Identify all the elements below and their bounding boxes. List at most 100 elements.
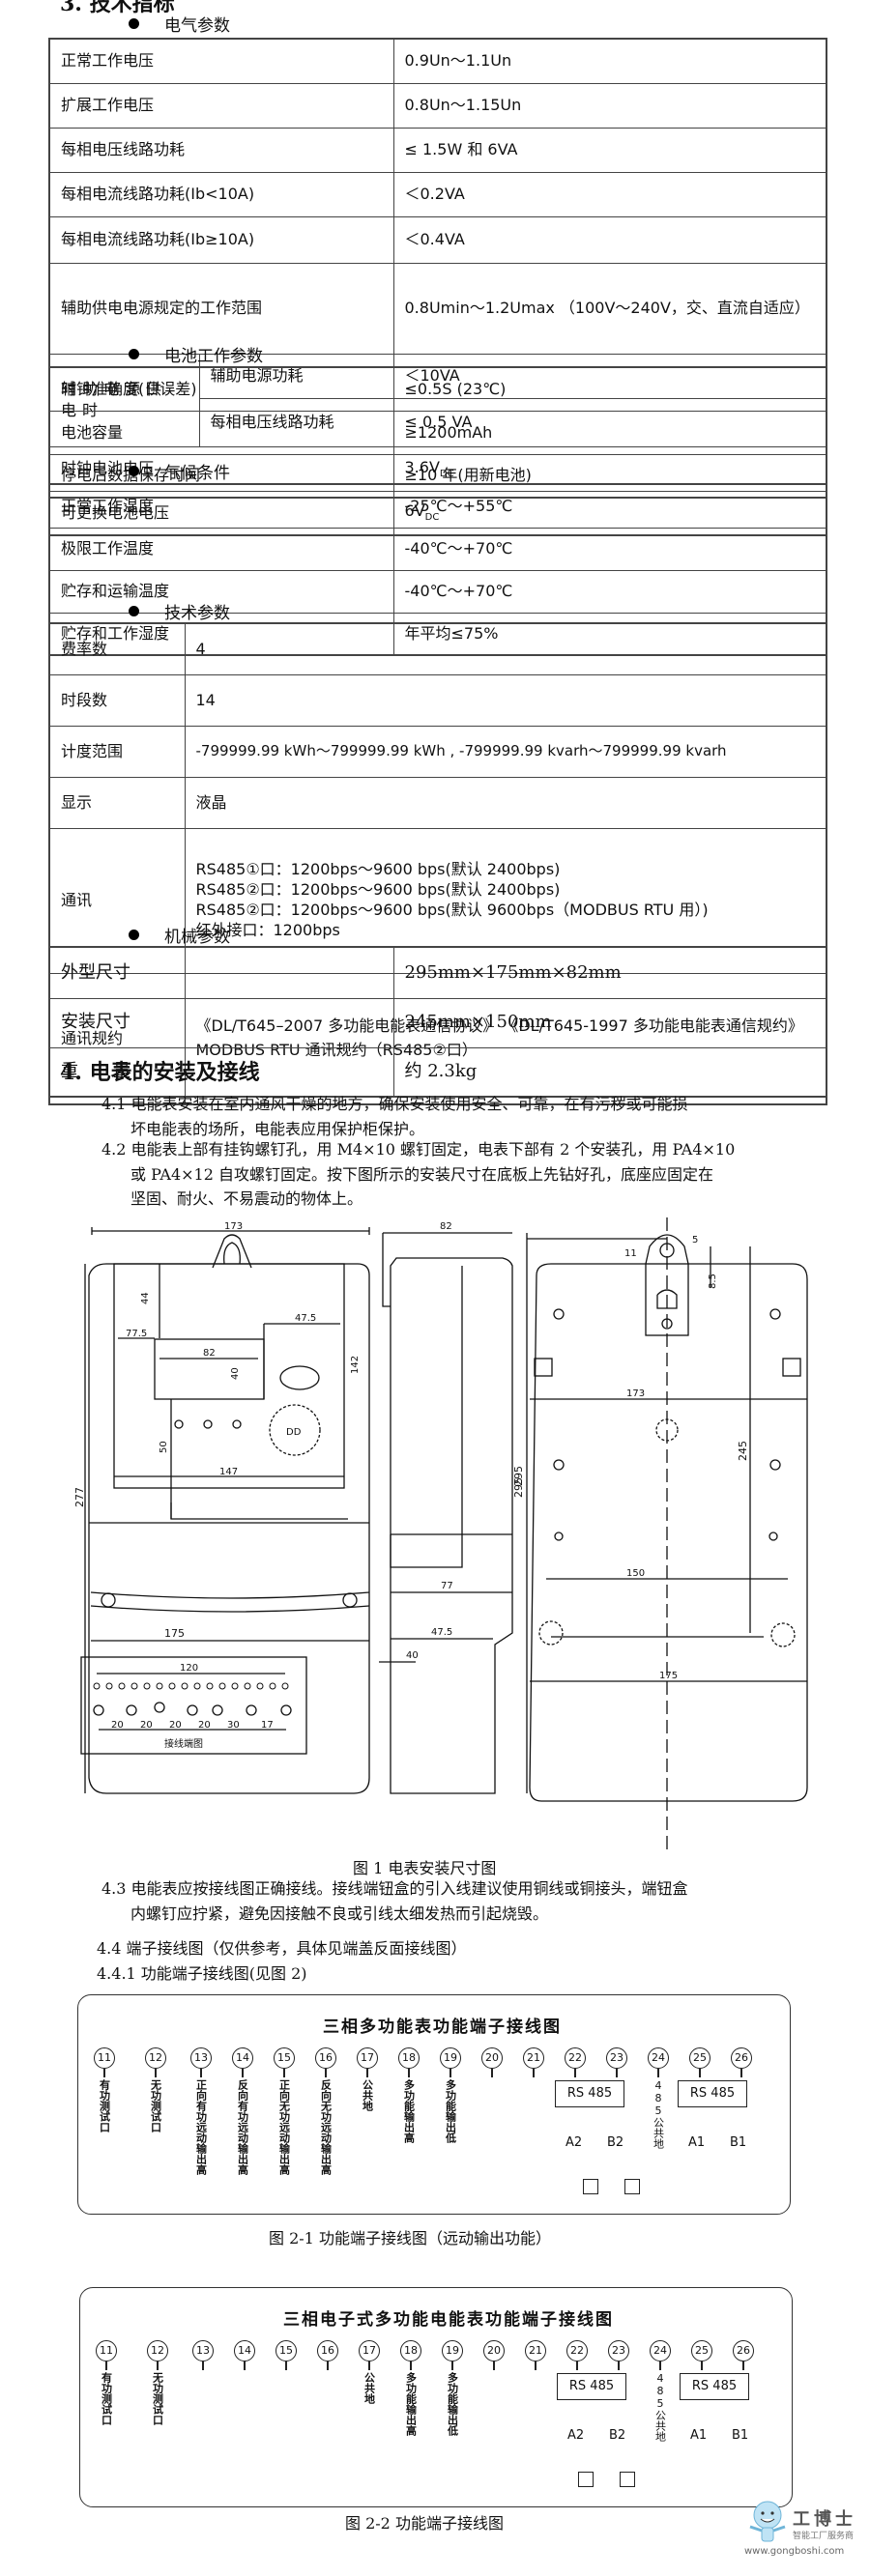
svg-text:173: 173 [224, 1221, 243, 1232]
svg-text:82: 82 [440, 1221, 452, 1232]
cell-value: ＜0.4VA [392, 215, 827, 264]
cell-key: 每相电压线路功耗 [48, 127, 394, 173]
cell-value: 245mm×150mm [392, 997, 827, 1048]
rs485-box-1: RS 485 [680, 2373, 749, 2400]
bullet-icon [129, 349, 139, 359]
label-b2: B2 [609, 2428, 626, 2443]
battery-table: 时钟准确度(日误差)≤0.5S (23℃) 电池容量≥1200mAh 停电后数据… [48, 366, 827, 499]
paragraph-4-4-1: 4.4.1 功能端子接线图(见图 2) [97, 1961, 817, 1987]
table-row: 每相电流线路功耗(Ib<10A)＜0.2VA [48, 171, 827, 217]
terminal-23: 23 [604, 2340, 633, 2370]
svg-text:245: 245 [737, 1441, 749, 1461]
cell-value: 0.8Umin～1.2Umax （100V～240V，交、直流自适应） [392, 262, 827, 355]
watermark-brand: 工博士 [793, 2509, 856, 2530]
section-3-title: 3. 技术指标 [60, 0, 175, 16]
table-row: 电池容量≥1200mAh [48, 410, 827, 455]
para-text: 4.3 电能表应按接线图正确接线。接线端钮盒的引入线建议使用铜线或铜接头，端钮盒 [102, 1879, 688, 1898]
side-view: 82 77 47.5 40 295 [379, 1221, 528, 1794]
table-row: 极限工作温度-40℃～+70℃ [48, 527, 827, 571]
front-view: 173 77.5 44 82 40 47.5 DD 50 147 142 175… [73, 1221, 370, 1794]
svg-text:40: 40 [406, 1650, 419, 1661]
watermark-logo: 工博士 智能工厂服务商 www.gongboshi.com [744, 2498, 870, 2575]
watermark-url: www.gongboshi.com [744, 2546, 845, 2557]
cell-value: ≥1200mAh [392, 410, 827, 455]
label-b1: B1 [730, 2135, 747, 2150]
table-row: 计度范围-799999.99 kWh～799999.99 kWh , -7999… [48, 725, 827, 778]
svg-text:40: 40 [230, 1367, 241, 1380]
svg-text:77.5: 77.5 [126, 1329, 147, 1339]
cell-value: 4 [184, 622, 827, 675]
electrical-heading: 电气参数 [129, 12, 230, 36]
cell-value: 0.9Un～1.1Un [392, 38, 827, 84]
terminal-14: 14 [230, 2340, 259, 2370]
mascot-icon [749, 2501, 786, 2542]
bullet-icon [129, 18, 139, 29]
svg-text:295: 295 [512, 1477, 525, 1498]
cell-key: 费率数 [48, 622, 186, 675]
svg-text:50: 50 [159, 1441, 169, 1453]
comm-line: RS485①口：1200bps～9600 bps(默认 2400bps) [195, 860, 561, 879]
svg-text:277: 277 [73, 1487, 86, 1507]
cell-key: 正常工作温度 [48, 483, 394, 529]
para-text: 4.2 电能表上部有挂钩螺钉孔，用 M4×10 螺钉固定，电表下部有 2 个安装… [102, 1140, 736, 1159]
climate-heading-label: 气候条件 [164, 464, 230, 483]
terminal-13: 13 [188, 2340, 218, 2370]
terminal-26: 26 [727, 2047, 756, 2077]
svg-text:150: 150 [626, 1568, 645, 1579]
svg-text:47.5: 47.5 [431, 1627, 452, 1638]
cell-key: 显示 [48, 776, 186, 829]
mechanical-heading: 机械参数 [129, 923, 230, 947]
cell-value: 约 2.3kg [392, 1046, 827, 1098]
terminal-26: 26 [729, 2340, 758, 2370]
mechanical-heading-label: 机械参数 [164, 928, 230, 947]
svg-text:120: 120 [180, 1663, 198, 1674]
svg-text:17: 17 [261, 1720, 274, 1731]
battery-heading-label: 电池工作参数 [164, 347, 263, 366]
cell-key: 每相电流线路功耗(Ib<10A) [48, 171, 394, 217]
table-row: 正常工作温度-25℃～+55℃ [48, 483, 827, 529]
cell-key: 重 量 [48, 1046, 394, 1098]
terminal-25: 25 [685, 2047, 714, 2077]
cell-key: 正常工作电压 [48, 38, 394, 84]
terminal-22: 22 [563, 2340, 592, 2370]
terminal-20: 20 [479, 2340, 508, 2370]
svg-text:175: 175 [164, 1627, 185, 1640]
svg-text:147: 147 [219, 1467, 238, 1477]
comm-line: RS485②口：1200bps～9600 bps(默认 9600bps（MODB… [195, 901, 709, 919]
terminal-15: 15 [272, 2340, 301, 2370]
diagram-title: 三相多功能表功能端子接线图 [323, 2018, 562, 2037]
comm-line: 红外接口：1200bps [195, 920, 340, 939]
para-text: 坚固、耐火、不易震动的物体上。 [130, 1189, 363, 1209]
bullet-icon [129, 930, 139, 940]
terminal-21: 21 [519, 2047, 548, 2077]
table-row: 每相电压线路功耗≤ 1.5W 和 6VA [48, 127, 827, 173]
electrical-heading-label: 电气参数 [164, 16, 230, 36]
label-a2: A2 [567, 2428, 585, 2443]
svg-text:20: 20 [169, 1720, 182, 1731]
svg-text:接线端图: 接线端图 [164, 1737, 203, 1750]
section-4-title: 4. 电表的安装及接线 [60, 1060, 260, 1085]
rs485-box-2: RS 485 [555, 2080, 624, 2107]
paragraph-4-1: 4.1 电能表安装在室内通风干燥的地方，确保安装使用安全、可靠，在有污秽或可能损… [102, 1092, 822, 1141]
svg-text:20: 20 [140, 1720, 153, 1731]
cell-key: 时段数 [48, 673, 186, 727]
square-marker [578, 2472, 594, 2487]
cell-key: 外型尺寸 [48, 946, 394, 999]
